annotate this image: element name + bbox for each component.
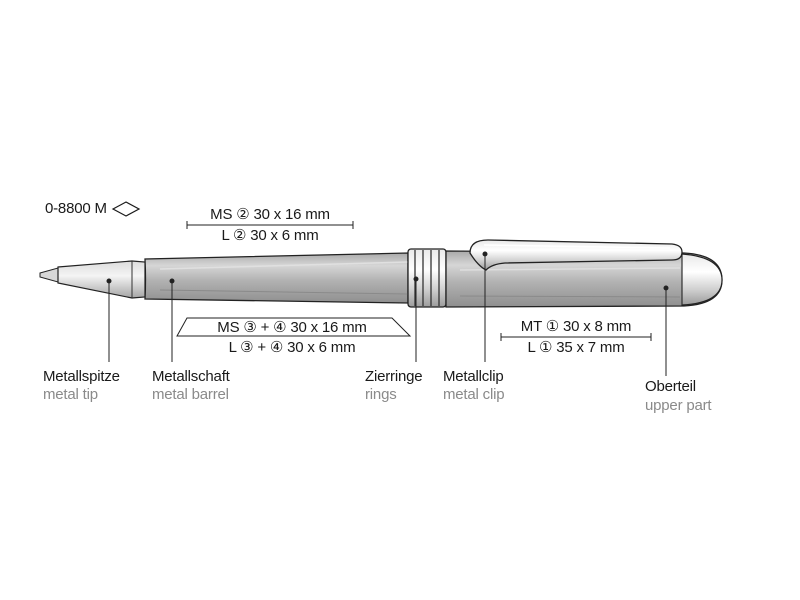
pen-cap [445, 250, 723, 308]
barrel-imprint-ms: MS ③ + ④ 30 x 16 mm [217, 319, 367, 336]
diamond-outline-icon [111, 201, 141, 217]
part-label-rings-de: Zierringe [365, 368, 423, 385]
part-label-upper-en: upper part [645, 397, 712, 414]
part-label-clip-en: metal clip [443, 386, 505, 403]
pen-rings [407, 248, 447, 308]
part-label-clip-de: Metallclip [443, 368, 504, 385]
part-label-barrel-en: metal barrel [152, 386, 229, 403]
clip-area-imprint-l: L ② 30 x 6 mm [221, 227, 319, 244]
part-label-barrel-de: Metallschaft [152, 368, 230, 385]
clip-area-imprint-ms: MS ② 30 x 16 mm [210, 206, 330, 223]
part-label-rings-en: rings [365, 386, 397, 403]
imprint-area-clipfront-lines [500, 333, 652, 341]
clip-imprint-l: L ① 35 x 7 mm [527, 339, 625, 356]
pen-tip [39, 260, 146, 299]
imprint-area-clip-lines [186, 221, 354, 229]
part-label-tip-de: Metallspitze [43, 368, 120, 385]
leader-lines [106, 251, 669, 376]
pen-barrel [144, 252, 409, 304]
model-code: 0-8800 M [45, 200, 107, 217]
clip-imprint-mt: MT ① 30 x 8 mm [520, 318, 632, 335]
barrel-imprint-l: L ③ + ④ 30 x 6 mm [228, 339, 356, 356]
part-label-upper-de: Oberteil [645, 378, 696, 395]
part-label-tip-en: metal tip [43, 386, 98, 403]
imprint-area-barrel-lines [176, 317, 412, 337]
